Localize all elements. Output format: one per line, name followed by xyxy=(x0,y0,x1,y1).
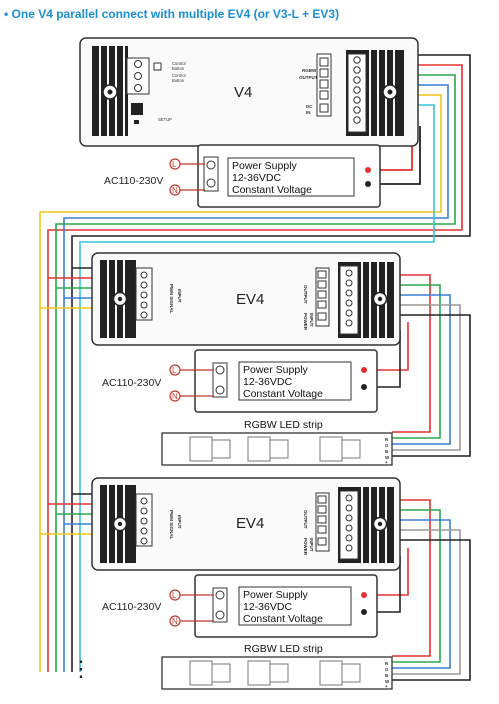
bus-wire-blue xyxy=(63,84,449,672)
ps-line-3: Constant Voltage xyxy=(232,184,312,196)
ev4-1-power-supply: Power Supply 12-36VDC Constant Voltage xyxy=(194,349,378,413)
ev4-2-ps-line-3: Constant Voltage xyxy=(243,613,323,625)
ev4-2-ps-line-1: Power Supply xyxy=(243,589,309,601)
setup-label: SETUP xyxy=(158,117,172,122)
ev4-1-output-wires xyxy=(372,274,471,457)
master-v4-controller: Control Button Control Button SETUP V4 R… xyxy=(79,37,419,147)
ev4-1-power-label-1: POWER xyxy=(303,313,308,331)
strip-1-pin-b: B xyxy=(385,449,389,454)
bus-wire-green xyxy=(55,74,456,672)
led-strip-1: R G B W + xyxy=(161,432,393,466)
ev4-1-label: EV4 xyxy=(236,291,264,308)
strip-1-pin-plus: + xyxy=(385,460,388,465)
master-output-label-1: RGBW xyxy=(302,68,317,73)
continuation-dots: ⋮ xyxy=(70,656,92,681)
ev4-2-power-supply: Power Supply 12-36VDC Constant Voltage xyxy=(194,574,378,638)
ev4-2-power-label-1: POWER xyxy=(303,538,308,556)
master-output-label-2: OUTPUT xyxy=(299,75,318,80)
ev4-slave-1: PWM SIGNAL INPUT EV4 OUTPUT POWER INPUT xyxy=(91,252,401,346)
ac-l-ev4-2: L xyxy=(172,591,177,600)
master-output-terminal xyxy=(316,53,332,117)
diagram-title: • One V4 parallel connect with multiple … xyxy=(4,7,339,21)
ac-n-ev4-1: N xyxy=(172,392,178,401)
led-strip-2: R G B W + xyxy=(161,656,393,690)
bus-wire-red xyxy=(47,64,463,672)
ev4-2-output-wires xyxy=(372,499,471,681)
strip-1-pin-r: R xyxy=(385,437,389,442)
master-button-label-2: Button xyxy=(172,78,185,83)
ac-label-master: AC110-230V xyxy=(104,175,163,187)
strip-1-label: RGBW LED strip xyxy=(244,419,323,431)
bus-wire-black xyxy=(71,54,471,672)
setup-button[interactable] xyxy=(131,103,143,115)
ac-label-ev4-2: AC110-230V xyxy=(102,601,161,613)
ev4-1-ps-line-1: Power Supply xyxy=(243,364,309,376)
ev4-1-output-label: OUTPUT xyxy=(303,285,308,304)
ev4-1-side-label-2: INPUT xyxy=(177,289,182,303)
master-power-supply: Power Supply 12-36VDC Constant Voltage xyxy=(197,144,381,208)
ac-l-master: L xyxy=(172,160,177,169)
ev4-2-power-label-2: INPUT xyxy=(309,538,314,552)
master-device-label: V4 xyxy=(234,84,252,101)
bus-wire-yellow xyxy=(39,94,442,672)
master-control-label-2: Control xyxy=(172,73,186,78)
strip-2-pin-r: R xyxy=(385,661,389,666)
ev4-1-ps-line-2: 12-36VDC xyxy=(243,376,292,388)
master-control-label-1: Control xyxy=(172,61,186,66)
strip-2-pin-w: W xyxy=(385,679,390,684)
ev4-2-output-label: OUTPUT xyxy=(303,510,308,529)
ev4-2-label: EV4 xyxy=(236,515,264,532)
strip-2-pin-plus: + xyxy=(385,684,388,689)
ps-line-1: Power Supply xyxy=(232,160,298,172)
ev4-2-side-label-1: PWM SIGNAL xyxy=(169,510,174,539)
bus-wire-cyan xyxy=(79,104,435,672)
ev4-1-side-label-1: PWM SIGNAL xyxy=(169,284,174,313)
ev4-1-ps-line-3: Constant Voltage xyxy=(243,388,323,400)
strip-2-pin-b: B xyxy=(385,673,389,678)
strip-2-pin-g: G xyxy=(385,667,389,672)
ev4-2-side-label-2: INPUT xyxy=(177,515,182,529)
master-input-label-1: DC xyxy=(306,104,313,109)
ev4-slave-2: PWM SIGNAL INPUT EV4 OUTPUT POWER INPUT xyxy=(91,477,401,571)
ac-l-ev4-1: L xyxy=(172,366,177,375)
master-left-terminal xyxy=(126,57,150,95)
master-input-label-2: IN xyxy=(306,110,311,115)
ev4-1-power-label-2: INPUT xyxy=(309,313,314,327)
ac-n-ev4-2: N xyxy=(172,617,178,626)
strip-1-pin-g: G xyxy=(385,443,389,448)
strip-2-label: RGBW LED strip xyxy=(244,643,323,655)
ac-label-ev4-1: AC110-230V xyxy=(102,377,161,389)
ev4-2-ps-line-2: 12-36VDC xyxy=(243,601,292,613)
master-button-label-1: Button xyxy=(172,66,185,71)
ac-n-master: N xyxy=(172,186,178,195)
ac-terminal-master xyxy=(169,158,205,196)
strip-1-pin-w: W xyxy=(385,455,390,460)
ps-line-2: 12-36VDC xyxy=(232,172,281,184)
